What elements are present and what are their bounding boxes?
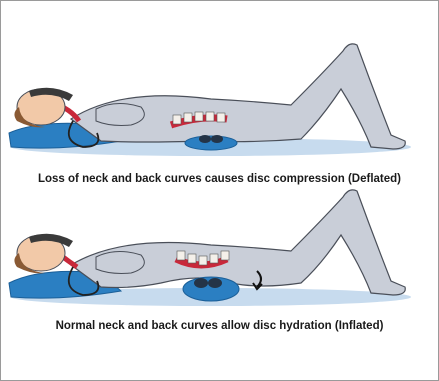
body-figure xyxy=(71,44,405,149)
pad-knob xyxy=(194,278,208,288)
arm xyxy=(96,103,144,125)
lumbar-pad xyxy=(185,136,237,150)
panel-deflated: Loss of neck and back curves causes disc… xyxy=(1,29,438,194)
panel-inflated: Normal neck and back curves allow disc h… xyxy=(1,179,438,344)
deflated-illustration xyxy=(1,29,438,179)
caption-inflated: Normal neck and back curves allow disc h… xyxy=(1,320,438,332)
pad-knob xyxy=(199,135,211,143)
arm xyxy=(96,251,144,273)
pad-knob xyxy=(208,278,222,288)
pad-knob xyxy=(211,135,223,143)
inflated-illustration xyxy=(1,179,438,324)
body-figure xyxy=(71,190,405,295)
